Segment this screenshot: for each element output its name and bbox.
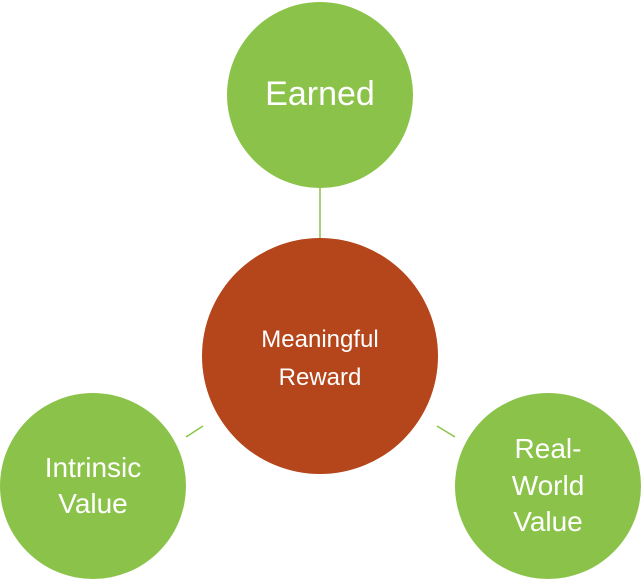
node-earned: Earned: [227, 2, 413, 188]
node-intrinsic-value: Intrinsic Value: [0, 393, 186, 579]
node-intrinsic-value-label: Intrinsic Value: [44, 452, 142, 519]
node-meaningful-reward: Meaningful Reward: [202, 238, 438, 474]
connector-left: [185, 425, 204, 438]
node-earned-label: Earned: [265, 75, 375, 114]
connector-right: [436, 425, 456, 438]
node-real-world-value-label: Real- World Value: [511, 433, 585, 538]
node-meaningful-reward-label: Meaningful Reward: [261, 325, 379, 391]
node-real-world-value: Real- World Value: [455, 393, 641, 579]
